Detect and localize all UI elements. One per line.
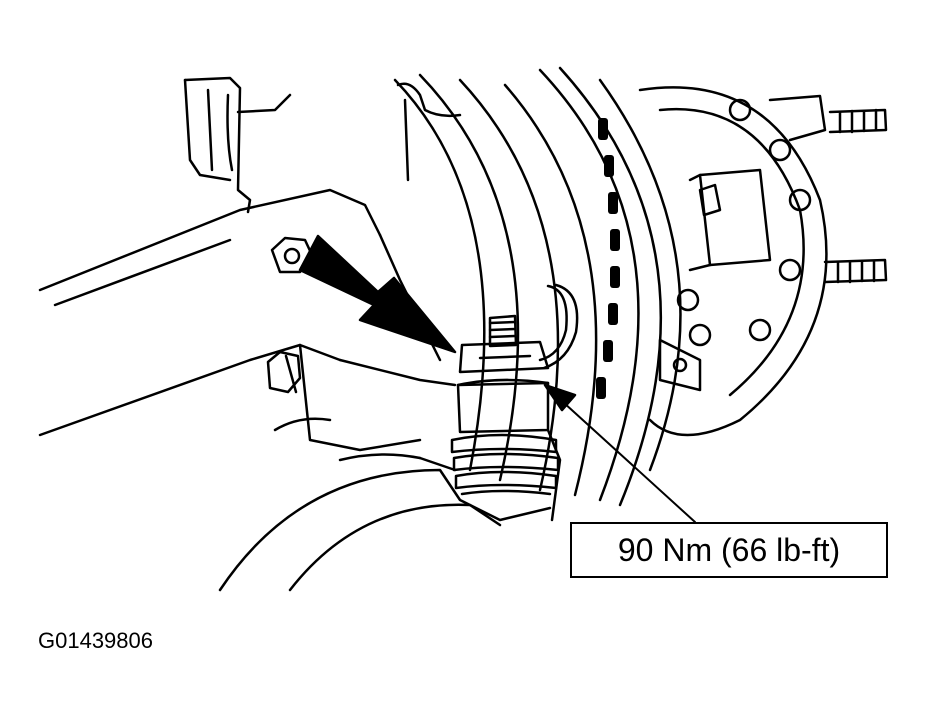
wheel-hub — [638, 86, 888, 437]
torque-callout: 90 Nm (66 lb-ft) — [570, 522, 888, 578]
ball-joint — [450, 314, 560, 496]
brake-rotor — [393, 66, 682, 507]
rotor-vents — [596, 118, 620, 399]
install-arrow — [298, 234, 457, 354]
callout-leader — [543, 383, 696, 523]
lower-control-arm — [218, 428, 562, 592]
sensor-wire — [538, 283, 579, 370]
figure-id: G01439806 — [38, 628, 153, 653]
knuckle — [38, 76, 457, 452]
dust-shield-tab — [396, 82, 462, 182]
torque-value: 90 Nm (66 lb-ft) — [617, 531, 841, 568]
